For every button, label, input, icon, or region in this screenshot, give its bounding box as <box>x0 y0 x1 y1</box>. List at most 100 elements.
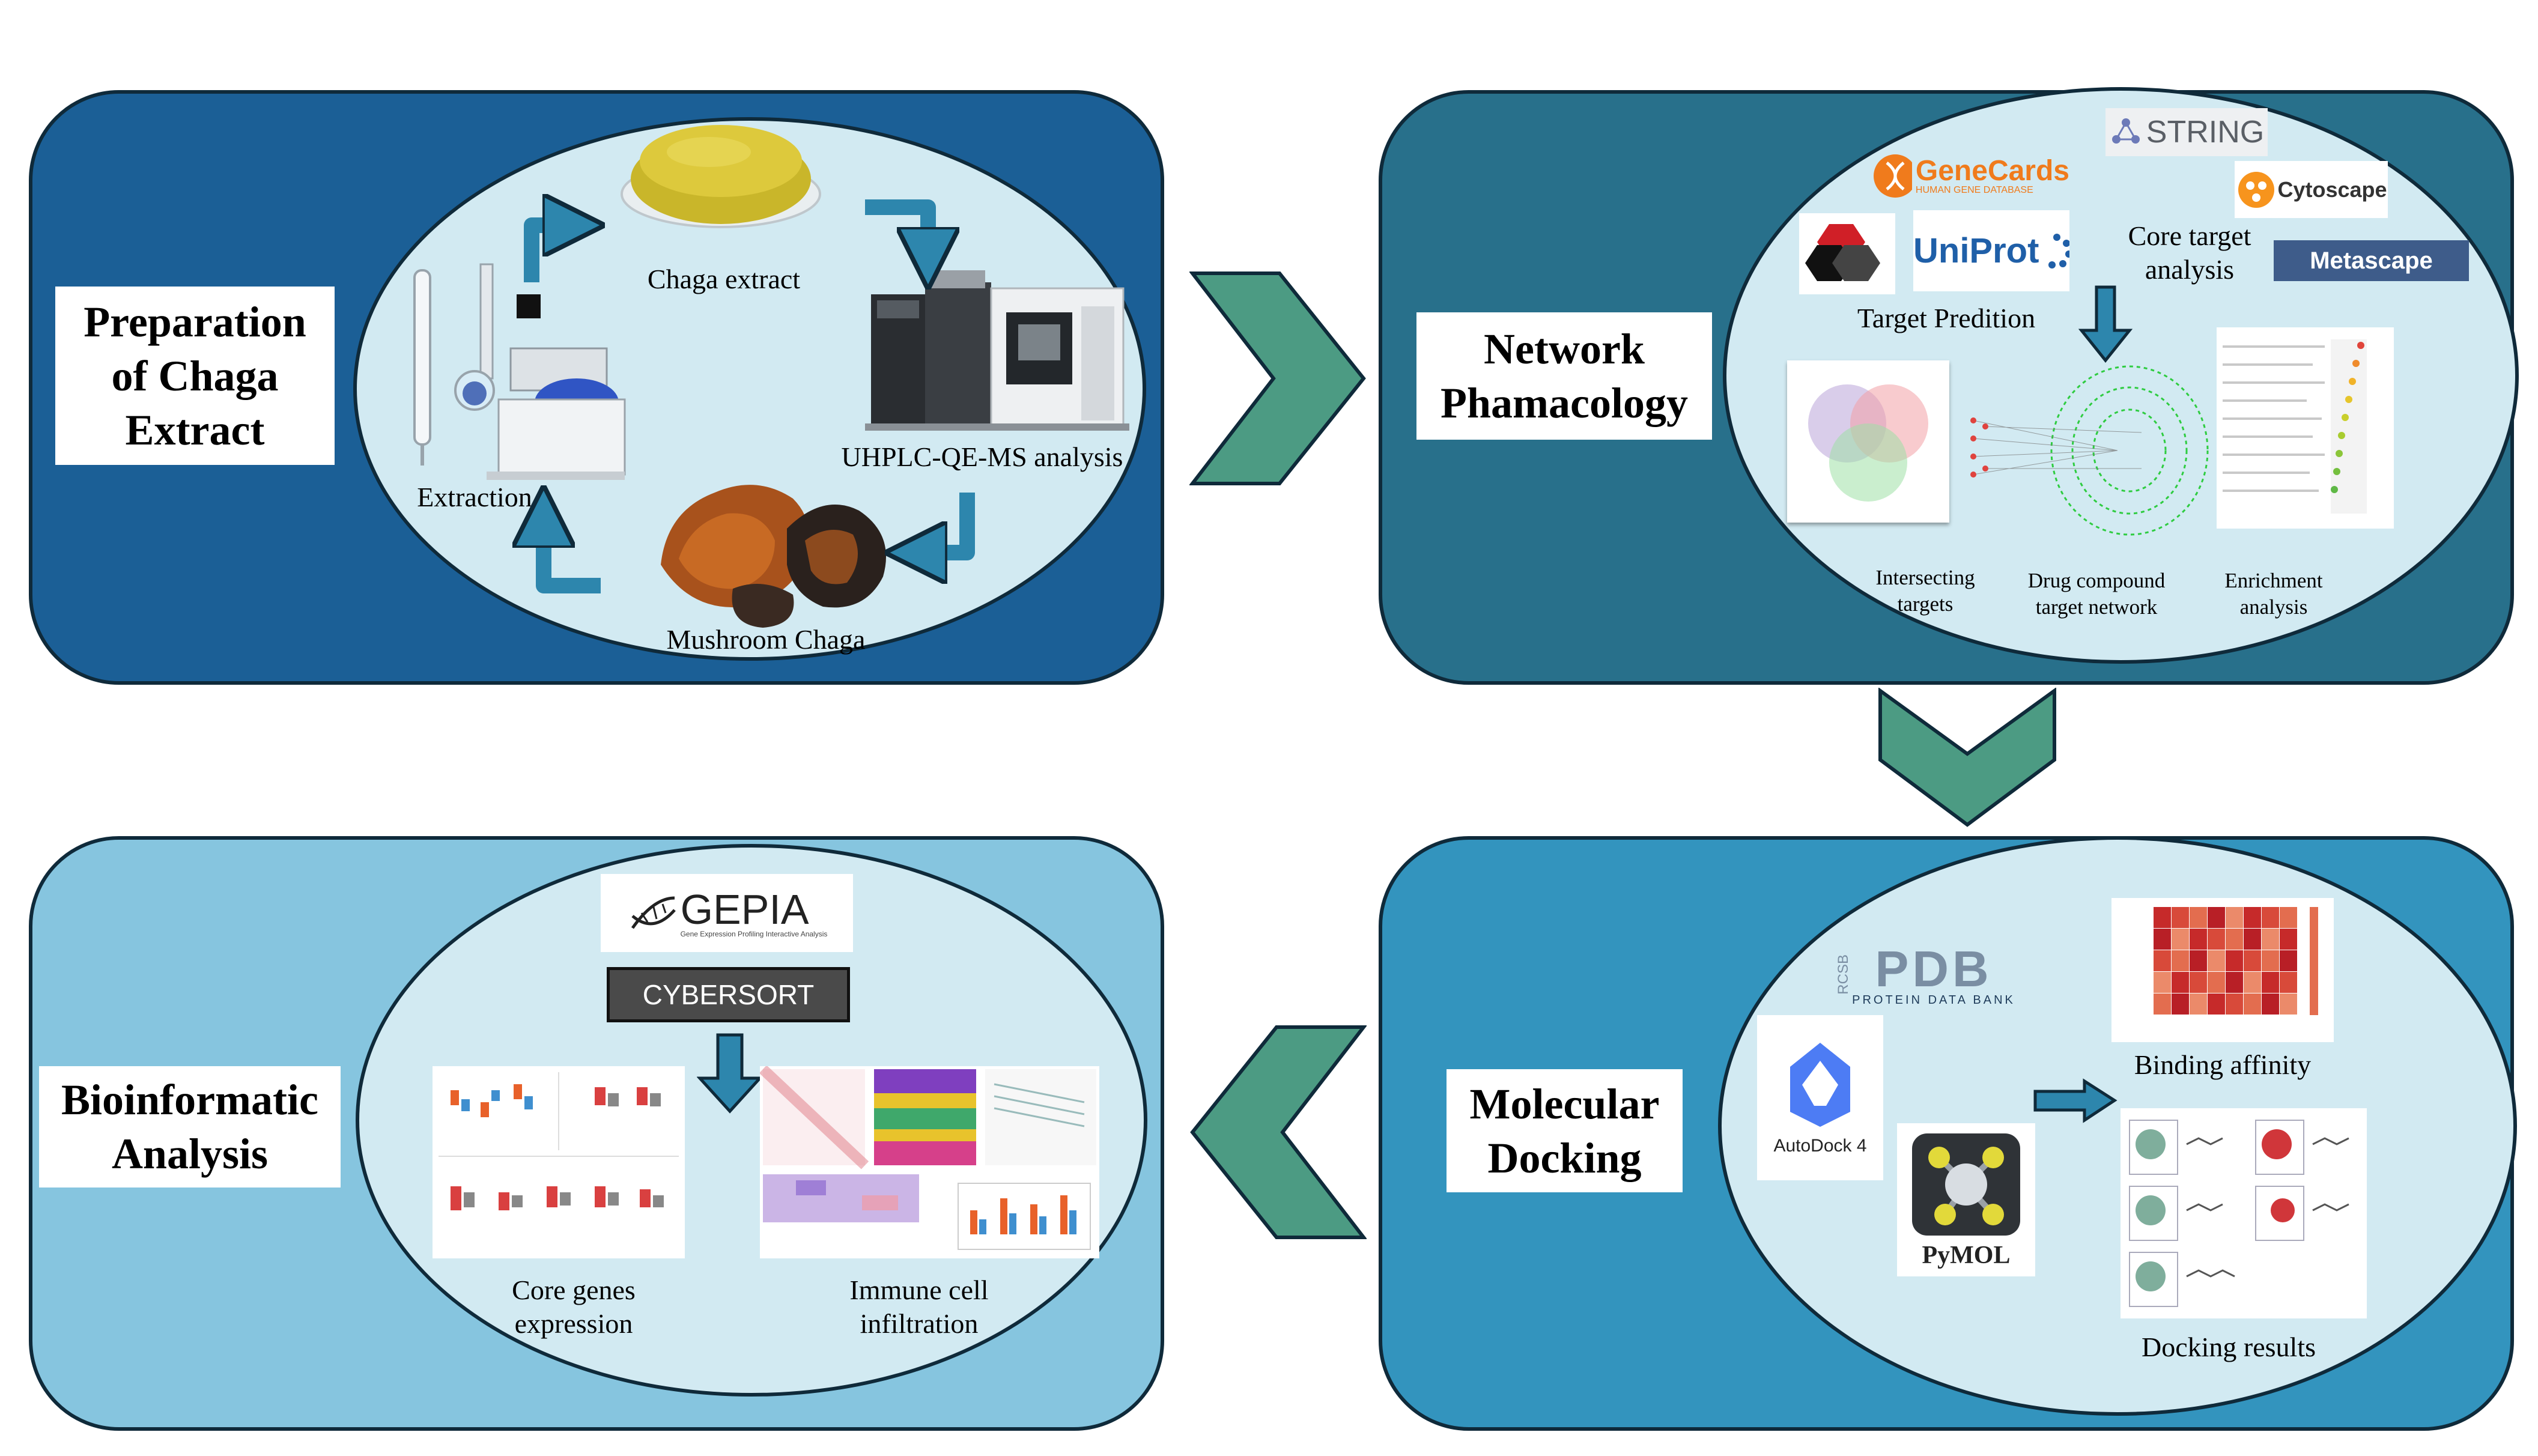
pdb-label: PDB <box>1875 940 1993 997</box>
cybersort-logo: CYBERSORT <box>607 967 850 1022</box>
pdb-logo: RCSB PDB PROTEIN DATA BANK <box>1811 940 2039 1009</box>
dna-icon <box>1874 154 1912 198</box>
cytoscape-label: Cytoscape <box>2277 177 2387 202</box>
heatmap-cell <box>2154 950 2171 971</box>
right-arrow-icon <box>2033 1078 2118 1123</box>
heatmap-cell <box>2280 993 2297 1015</box>
title-docking: Molecular Docking <box>1447 1069 1683 1192</box>
chevron-left-icon <box>1190 1025 1367 1239</box>
heatmap-cell <box>2190 993 2207 1015</box>
caption-mushroom-chaga: Mushroom Chaga <box>666 624 866 655</box>
mushroom-chaga-image <box>661 485 886 628</box>
down-arrow-icon <box>2078 285 2133 363</box>
caption-binding-affinity: Binding affinity <box>2134 1049 2312 1080</box>
title-preparation: Preparation of Chaga Extract <box>55 287 335 465</box>
chaga-powder-image <box>621 125 821 228</box>
heatmap-cell <box>2262 907 2279 928</box>
heatmap-cell <box>2172 950 2189 971</box>
heatmap-cell <box>2226 907 2243 928</box>
heatmap-colorbar <box>2310 907 2318 1015</box>
heatmap-cell <box>2226 972 2243 993</box>
cybersort-label: CYBERSORT <box>642 979 815 1010</box>
metascape-logo: Metascape <box>2274 240 2469 281</box>
caption-immune: Immune cell infiltration <box>849 1275 989 1339</box>
string-label: STRING <box>2146 115 2265 150</box>
caption-intersecting: Intersecting targets <box>1875 566 1975 616</box>
string-network-icon <box>2111 118 2140 144</box>
cytoscape-icon <box>2238 171 2275 208</box>
enrichment-plot-thumbnail <box>2217 327 2394 529</box>
core-genes-boxplot-thumbnail <box>433 1066 685 1258</box>
heatmap-cell <box>2172 907 2189 928</box>
heatmap-cell <box>2244 929 2261 950</box>
network-graph-thumbnail <box>1970 365 2209 536</box>
title-bioinformatic: Bioinformatic Analysis <box>39 1066 341 1188</box>
autodock-label: AutoDock 4 <box>1773 1135 1867 1156</box>
pdb-sublabel: PROTEIN DATA BANK <box>1852 993 2015 1007</box>
heatmap-cell <box>2172 929 2189 950</box>
caption-drug-network: Drug compound target network <box>2027 569 2166 619</box>
heatmap-cell <box>2190 929 2207 950</box>
caption-core-target: Core target analysis <box>2128 220 2251 285</box>
caption-chaga-extract: Chaga extract <box>647 264 801 294</box>
heatmap-cell <box>2262 993 2279 1015</box>
pymol-logo: PyMOL <box>1897 1123 2035 1276</box>
cytoscape-logo: Cytoscape <box>2235 161 2388 218</box>
chevron-down-icon <box>1878 688 2056 827</box>
gepia-label: GEPIA <box>680 886 809 933</box>
heatmap-cell <box>2208 972 2225 993</box>
metascape-label: Metascape <box>2310 247 2433 274</box>
heatmap-cell <box>2226 950 2243 971</box>
heatmap-cell <box>2154 972 2171 993</box>
pdb-rcsb-label: RCSB <box>1835 954 1852 995</box>
heatmap-cell <box>2208 907 2225 928</box>
genecards-logo: GeneCards HUMAN GENE DATABASE <box>1871 147 2069 204</box>
caption-docking-results: Docking results <box>2141 1332 2316 1362</box>
immune-infiltration-thumbnail <box>760 1066 1099 1258</box>
extraction-equipment-image <box>413 263 626 480</box>
down-arrow-icon <box>697 1033 763 1114</box>
heatmap-cell <box>2190 972 2207 993</box>
genecards-sublabel: HUMAN GENE DATABASE <box>1915 184 2033 195</box>
heatmap-cell <box>2280 929 2297 950</box>
heatmap-cell <box>2244 993 2261 1015</box>
heatmap-cell <box>2172 993 2189 1015</box>
binding-heatmap-thumbnail <box>2111 898 2334 1042</box>
heatmap-cell <box>2154 929 2171 950</box>
title-network: Network Phamacology <box>1416 312 1712 440</box>
heatmap-cell <box>2172 972 2189 993</box>
cube-icon <box>1805 223 1880 281</box>
heatmap-cell <box>2190 907 2207 928</box>
heatmap-cell <box>2190 950 2207 971</box>
heatmap-cell <box>2280 907 2297 928</box>
heatmap-cell <box>2154 907 2171 928</box>
caption-enrichment: Enrichment analysis <box>2224 569 2323 619</box>
dna-icon <box>631 896 676 929</box>
heatmap-cell <box>2262 950 2279 971</box>
heatmap-cell <box>2244 972 2261 993</box>
heatmap-cell <box>2280 950 2297 971</box>
caption-target-prediction: Target Predition <box>1857 303 2036 333</box>
autodock-logo: AutoDock 4 <box>1757 1015 1883 1180</box>
cycle-arrow-icon <box>532 207 975 593</box>
heatmap-cell <box>2244 950 2261 971</box>
venn-thumbnail <box>1787 360 1949 523</box>
database-logo <box>1799 213 1895 294</box>
heatmap-cell <box>2208 929 2225 950</box>
pymol-icon <box>1912 1133 2020 1236</box>
heatmap-cell <box>2262 972 2279 993</box>
gepia-logo: GEPIA Gene Expression Profiling Interact… <box>601 874 853 952</box>
heatmap-cell <box>2280 972 2297 993</box>
heatmap-cell <box>2208 993 2225 1015</box>
uniprot-label: UniProt <box>1913 231 2039 270</box>
heatmap-cell <box>2262 929 2279 950</box>
uniprot-logo: UniProt <box>1913 210 2069 291</box>
heatmap-cell <box>2226 993 2243 1015</box>
heatmap-cell <box>2154 993 2171 1015</box>
uniprot-dots-icon <box>2048 233 2069 268</box>
caption-core-genes: Core genes expression <box>512 1275 636 1339</box>
gepia-sublabel: Gene Expression Profiling Interactive An… <box>680 930 828 938</box>
pymol-label: PyMOL <box>1922 1241 2011 1269</box>
